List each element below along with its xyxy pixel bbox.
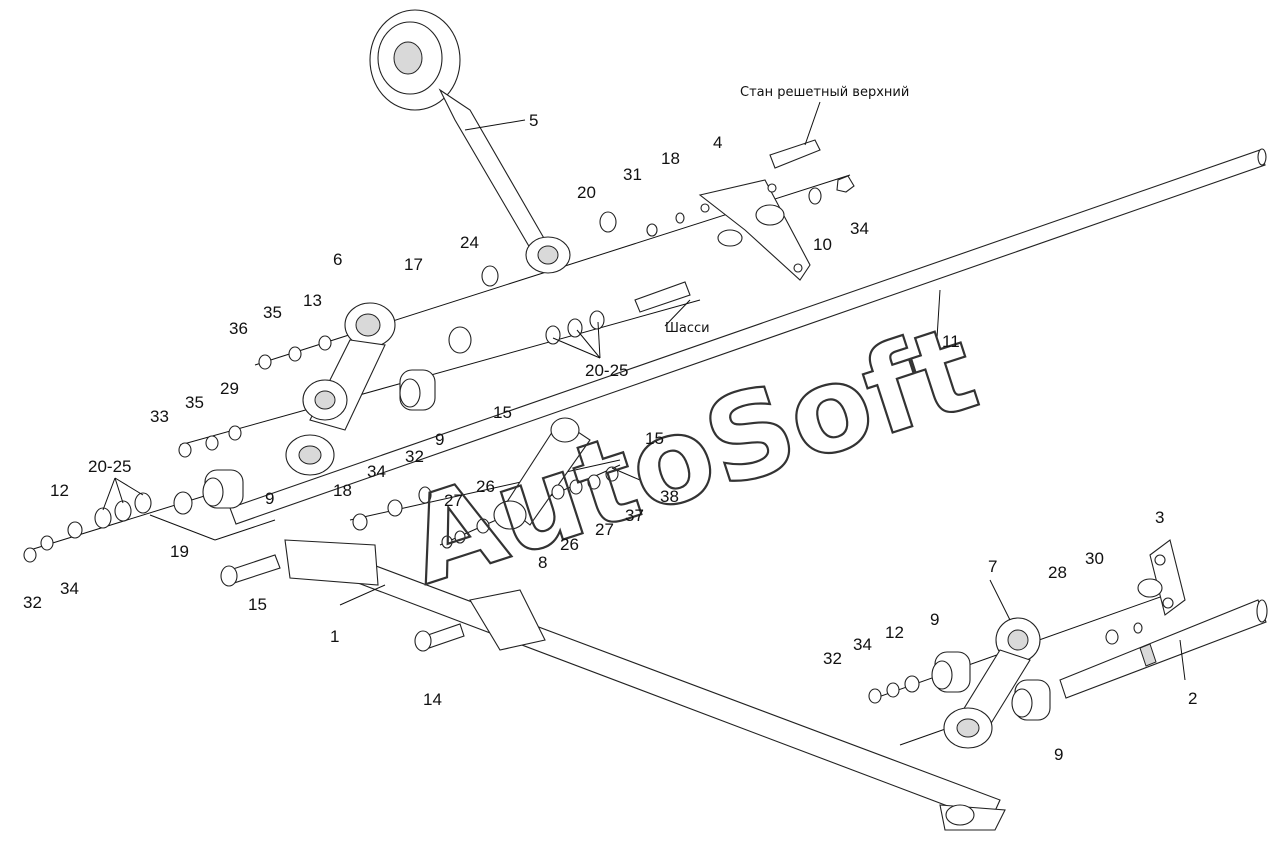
bushings-9 [202,369,1051,721]
shaft-11 [229,148,1267,525]
part-label: 32 [823,649,842,668]
part-label: 9 [930,610,939,629]
part-label: 5 [529,111,538,130]
part-label: 15 [645,429,664,448]
frame-bar-1 [284,539,1006,831]
part-label: 24 [460,233,479,252]
fasteners [23,175,1143,704]
part-label: 38 [660,487,679,506]
pins [220,554,465,652]
part-label: 12 [50,481,69,500]
caption-chassis: Шасси [665,321,710,336]
frame-shaft-ends [634,139,821,313]
shaft-2 [1059,599,1268,699]
part-label: 10 [813,235,832,254]
part-labels: 5 4 18 31 20 34 10 24 6 17 11 35 13 36 2… [23,111,1197,764]
part-label: 28 [1048,563,1067,582]
part-label: 20 [577,183,596,202]
lever-8 [493,417,591,530]
part-label: 26 [476,477,495,496]
part-label: 13 [303,291,322,310]
part-label: 9 [435,430,444,449]
part-label: 19 [170,542,189,561]
part-label: 1 [330,627,339,646]
part-label: 17 [404,255,423,274]
bracket-4 [698,179,811,281]
part-label: 15 [493,403,512,422]
part-label: 6 [333,250,342,269]
part-label: 18 [661,149,680,168]
part-label: 14 [423,690,442,709]
part-label: 35 [185,393,204,412]
part-label: 34 [60,579,79,598]
part-label: 3 [1155,508,1164,527]
part-label: 11 [942,332,960,351]
part-label: 27 [595,520,614,539]
part-label: 37 [625,506,644,525]
part-label: 26 [560,535,579,554]
part-label: 2 [1188,689,1197,708]
part-label: 29 [220,379,239,398]
part-label: 9 [1054,745,1063,764]
part-label: 34 [367,462,386,481]
part-label: 35 [263,303,282,322]
bracket-3 [1137,539,1186,616]
part-label: 12 [885,623,904,642]
leader-lines [102,101,1186,681]
part-label: 30 [1085,549,1104,568]
watermark-text: AutoSoft [391,299,992,612]
part-label: 32 [23,593,42,612]
part-label: 8 [538,553,547,572]
part-label: 33 [150,407,169,426]
part-label: 31 [623,165,642,184]
part-label: 4 [713,133,722,152]
connecting-rod-7 [943,617,1041,749]
part-label: 34 [853,635,872,654]
part-label: 36 [229,319,248,338]
part-label: 20-25 [585,361,628,380]
part-label: 15 [248,595,267,614]
part-label: 9 [265,489,274,508]
part-label: 20-25 [88,457,131,476]
caption-upper-frame: Стан решетный верхний [740,85,909,100]
part-label: 27 [444,491,463,510]
connecting-rod-6 [285,302,396,476]
part-label: 32 [405,447,424,466]
part-label: 7 [988,557,997,576]
part-label: 18 [333,481,352,500]
part-label: 34 [850,219,869,238]
